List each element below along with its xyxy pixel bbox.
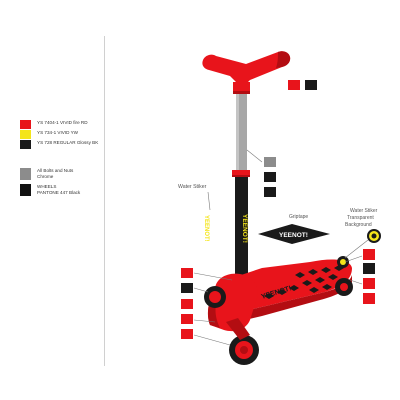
legend-swatch-wheels xyxy=(20,184,31,196)
legend-label-red: YS 7404-1 VIVID fire RD xyxy=(37,120,88,125)
griptape-label: Griptape xyxy=(289,214,308,220)
legend-item-chrome: All Bolts and Nuts Chrome xyxy=(20,168,73,180)
legend-label-black: YS 728 REGULAR Glossy BK xyxy=(37,140,99,145)
water-stiker-label-right-1: Water Stiker xyxy=(350,208,378,214)
legend-swatch-yellow xyxy=(20,130,31,139)
griptape-diamond: YEENOT! xyxy=(258,224,330,244)
stem-brand-sticker: YEENOT! xyxy=(241,214,248,243)
water-stiker-label-left: Water Stiker xyxy=(178,184,207,190)
legend-item-red: YS 7404-1 VIVID fire RD xyxy=(20,120,88,129)
griptape-brand: YEENOT! xyxy=(279,232,308,239)
right-swatches xyxy=(344,249,375,304)
front-body xyxy=(204,273,259,365)
legend-swatch-chrome xyxy=(20,168,31,180)
legend-swatch-red xyxy=(20,120,31,129)
legend-item-black: YS 728 REGULAR Glossy BK xyxy=(20,140,98,149)
water-stiker-label-right-3: Background xyxy=(345,222,372,228)
stem-swatches xyxy=(246,149,276,197)
legend-label-chrome: All Bolts and Nuts Chrome xyxy=(37,168,74,179)
legend-swatch-black xyxy=(20,140,31,149)
side-brand-sticker: YEENOT! xyxy=(203,215,209,242)
legend-label-yellow: YS 734-1 VIVID YW xyxy=(37,130,79,135)
divider-line xyxy=(104,36,105,366)
legend-item-wheels: WHEELS PANTONE 447 Black xyxy=(20,184,80,196)
handlebar xyxy=(202,51,291,94)
stem: YEENOT! xyxy=(232,94,250,285)
legend-item-yellow: YS 734-1 VIVID YW xyxy=(20,130,78,139)
handlebar-swatches xyxy=(288,80,317,90)
rear-wheel xyxy=(335,278,353,296)
badge-icon xyxy=(367,229,381,243)
legend-label-wheels: WHEELS PANTONE 447 Black xyxy=(37,184,81,195)
deck: YEENOT! xyxy=(226,256,352,320)
left-swatches xyxy=(181,268,233,346)
water-stiker-label-right-2: Transparent xyxy=(347,215,374,221)
